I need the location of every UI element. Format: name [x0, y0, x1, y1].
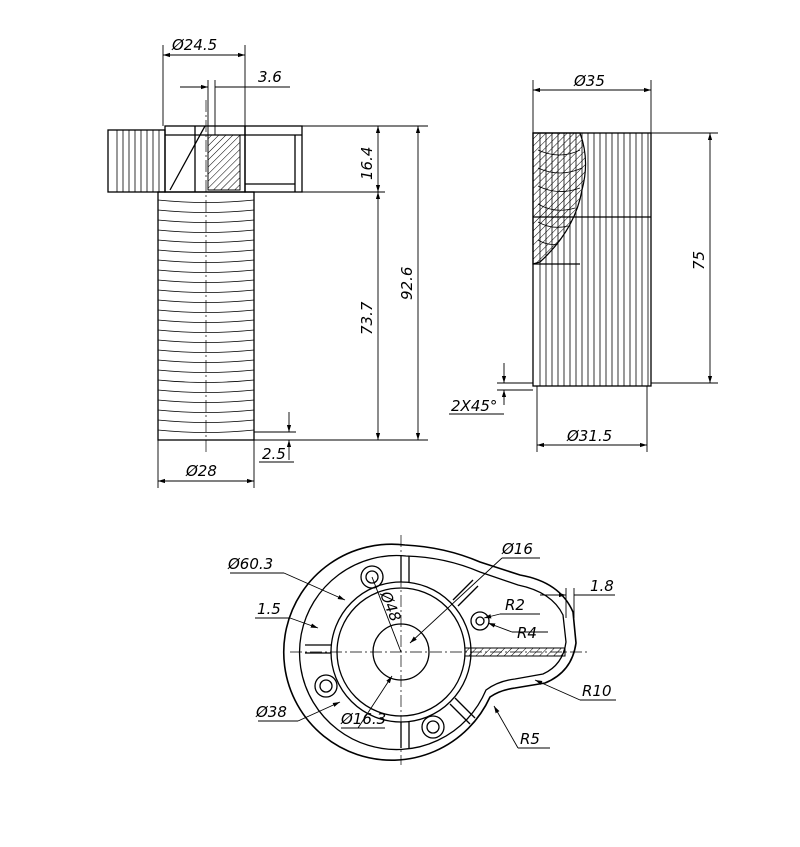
dim-front-end-offset: 2.5 [262, 445, 286, 463]
dim-front-total-height: 92.6 [398, 267, 416, 300]
thread-lines [157, 199, 255, 433]
dim-plan-rib: 1.5 [257, 600, 281, 618]
thread-line [157, 429, 255, 433]
dim-plan-inner-dia: Ø38 [255, 703, 287, 721]
dim-plan-bore-dia: Ø16 [501, 540, 533, 558]
plan-view: Ø60.3 1.5 Ø48 Ø16 R2 R4 1.8 Ø38 Ø16.3 R1… [227, 535, 616, 765]
dim-plan-r10: R10 [582, 682, 612, 700]
dim-front-shaft-height: 73.7 [358, 301, 376, 335]
dim-front-shaft-dia: Ø28 [185, 462, 217, 480]
plan-bolt-holes [314, 565, 490, 739]
head-right-block [244, 125, 303, 193]
thread-line [157, 349, 255, 353]
section-hatch [207, 134, 241, 191]
front-view: Ø24.5 3.6 16.4 73.7 92.6 2.5 Ø28 [107, 36, 428, 488]
head-knurl-block [107, 129, 166, 193]
thread-line [157, 269, 255, 273]
dim-plan-pcd: Ø48 [376, 588, 405, 624]
dim-plan-gap: 1.8 [590, 577, 614, 595]
thread-line [157, 289, 255, 293]
dim-plan-hub-dia: Ø16.3 [340, 710, 386, 728]
dim-plan-outer-dia: Ø60.3 [227, 555, 273, 573]
plan-outer-contour [282, 543, 577, 761]
dim-side-bottom-dia: Ø31.5 [566, 427, 612, 445]
thread-line [157, 249, 255, 253]
thread-line [157, 329, 255, 333]
dim-side-height: 75 [690, 251, 708, 270]
dim-plan-r2: R2 [505, 596, 525, 614]
dim-front-wall: 3.6 [258, 68, 282, 86]
side-cutaway [532, 132, 587, 265]
dim-front-head-height: 16.4 [358, 147, 376, 180]
head-knurl-lines [116, 130, 160, 192]
dim-side-top-dia: Ø35 [573, 72, 605, 90]
thread-line [157, 409, 255, 413]
dim-front-top-dia: Ø24.5 [171, 36, 217, 54]
dim-plan-r4: R4 [517, 624, 537, 642]
dim-side-chamfer: 2X45° [451, 397, 497, 415]
thread-line [157, 229, 255, 233]
thread-line [157, 209, 255, 213]
thread-line [157, 389, 255, 393]
dim-plan-r5: R5 [520, 730, 540, 748]
thread-line [157, 309, 255, 313]
thread-line [157, 369, 255, 373]
side-view: Ø35 75 2X45° Ø31.5 [449, 72, 718, 452]
plan-ribs [305, 556, 479, 748]
